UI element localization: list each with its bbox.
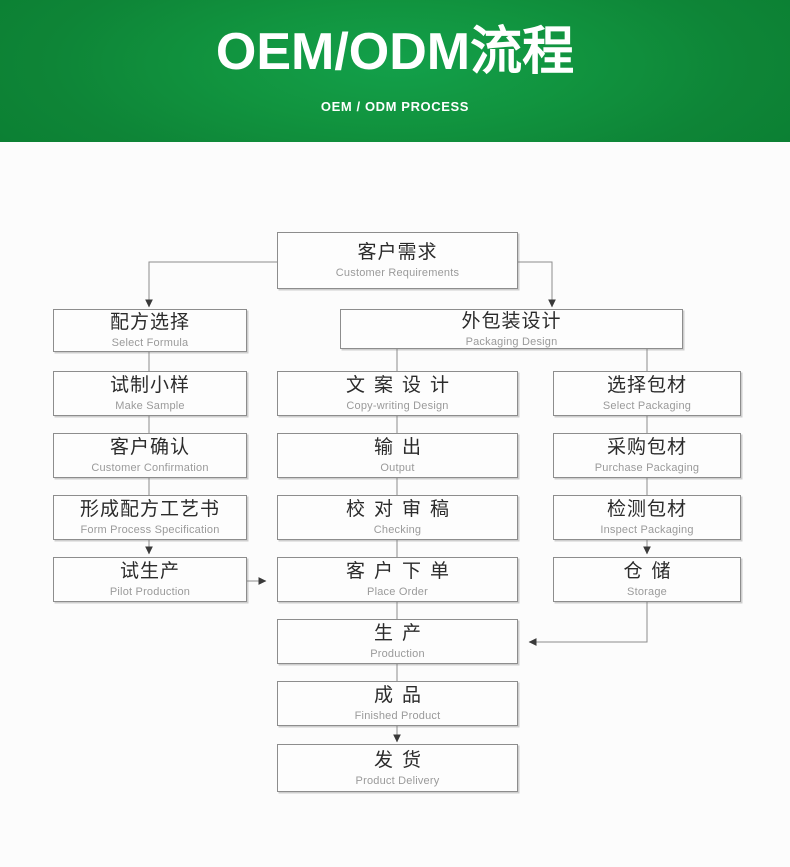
node-storage[interactable]: 仓储 Storage	[553, 557, 741, 602]
flowchart: 客户需求 Customer Requirements 配方选择 Select F…	[0, 142, 790, 867]
node-select-formula[interactable]: 配方选择 Select Formula	[53, 309, 247, 352]
node-form-process-specification[interactable]: 形成配方工艺书 Form Process Specification	[53, 495, 247, 540]
node-place-order[interactable]: 客户下单 Place Order	[277, 557, 518, 602]
edge-requirements-to-formula	[145, 261, 277, 308]
node-en-label: Packaging Design	[465, 335, 558, 348]
node-select-packaging[interactable]: 选择包材 Select Packaging	[553, 371, 741, 416]
node-cn-label: 成品	[373, 685, 430, 706]
node-en-label: Select Formula	[111, 337, 189, 349]
node-en-label: Make Sample	[115, 400, 185, 412]
node-production[interactable]: 生产 Production	[277, 619, 518, 664]
edge-requirements-to-packaging	[518, 261, 556, 308]
connector-lines	[145, 261, 651, 743]
node-cn-label: 校对审稿	[345, 499, 458, 520]
node-cn-label: 检测包材	[606, 499, 687, 520]
node-cn-label: 输出	[373, 437, 430, 458]
node-output[interactable]: 输出 Output	[277, 433, 518, 478]
node-cn-label: 文案设计	[345, 375, 458, 396]
node-en-label: Customer Requirements	[335, 267, 460, 279]
node-en-label: Pilot Production	[109, 586, 191, 598]
node-customer-requirements[interactable]: 客户需求 Customer Requirements	[277, 232, 518, 289]
node-en-label: Storage	[627, 586, 667, 598]
node-purchase-packaging[interactable]: 采购包材 Purchase Packaging	[553, 433, 741, 478]
node-cn-label: 试制小样	[109, 375, 190, 396]
node-customer-confirmation[interactable]: 客户确认 Customer Confirmation	[53, 433, 247, 478]
node-cn-label: 客户下单	[345, 561, 458, 582]
node-cn-label: 客户需求	[357, 242, 438, 263]
node-en-label: Finished Product	[354, 710, 441, 722]
page-subtitle: OEM / ODM PROCESS	[320, 99, 470, 114]
node-product-delivery[interactable]: 发货 Product Delivery	[277, 744, 518, 792]
node-cn-label: 试生产	[119, 561, 180, 582]
node-packaging-design[interactable]: 外包装设计 Packaging Design	[340, 309, 683, 349]
node-en-label: Inspect Packaging	[600, 524, 694, 536]
node-cn-label: 发货	[373, 749, 430, 771]
node-en-label: Output	[380, 462, 415, 474]
node-en-label: Copy-writing Design	[346, 400, 449, 412]
node-en-label: Customer Confirmation	[91, 462, 209, 474]
node-cn-label: 客户确认	[109, 437, 190, 458]
edge-storage-to-production	[528, 602, 648, 646]
node-make-sample[interactable]: 试制小样 Make Sample	[53, 371, 247, 416]
node-en-label: Form Process Specification	[80, 524, 220, 536]
node-en-label: Product Delivery	[355, 774, 440, 787]
node-en-label: Purchase Packaging	[594, 462, 700, 474]
node-cn-label: 选择包材	[606, 375, 687, 396]
node-en-label: Place Order	[367, 586, 428, 598]
node-cn-label: 采购包材	[606, 437, 687, 458]
page-title: OEM/ODM流程	[215, 23, 575, 81]
node-cn-label: 仓储	[623, 561, 680, 582]
node-en-label: Select Packaging	[602, 400, 692, 412]
node-en-label: Production	[370, 648, 425, 660]
node-inspect-packaging[interactable]: 检测包材 Inspect Packaging	[553, 495, 741, 540]
node-checking[interactable]: 校对审稿 Checking	[277, 495, 518, 540]
node-en-label: Checking	[373, 524, 422, 536]
node-pilot-production[interactable]: 试生产 Pilot Production	[53, 557, 247, 602]
node-cn-label: 生产	[373, 623, 430, 644]
node-copy-writing-design[interactable]: 文案设计 Copy-writing Design	[277, 371, 518, 416]
node-cn-label: 形成配方工艺书	[79, 499, 220, 520]
node-cn-label: 外包装设计	[461, 310, 562, 332]
node-cn-label: 配方选择	[109, 312, 190, 333]
node-finished-product[interactable]: 成品 Finished Product	[277, 681, 518, 726]
header-banner: OEM/ODM流程 OEM / ODM PROCESS	[0, 0, 790, 142]
